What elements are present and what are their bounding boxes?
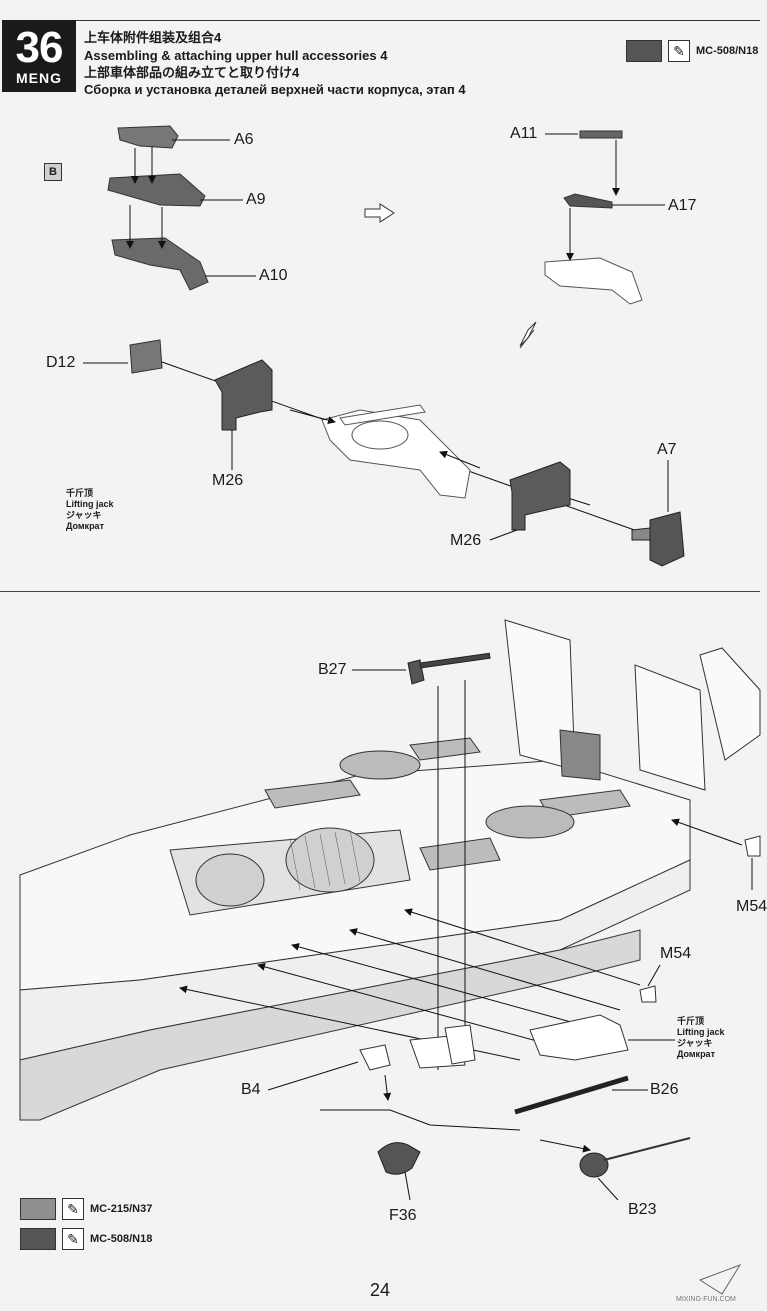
brush-icon: ✎ [62,1198,84,1220]
label-b27: B27 [318,661,347,678]
assembled-bracket [321,404,471,499]
label-m26-left: M26 [212,472,244,489]
title-japanese: 上部車体部品の組み立てと取り付け4 [84,65,300,80]
page-number: 24 [369,1280,391,1300]
title-chinese: 上车体附件组装及组合4 [84,30,222,45]
label-b23: B23 [628,1201,657,1218]
step-badge: 36 MENG [2,20,76,92]
label-a17: A17 [668,197,697,214]
paint-swatch [626,40,662,62]
label-a7: A7 [657,441,677,458]
jack-note-en: Lifting jack [677,1027,725,1037]
part-f36 [377,1142,421,1175]
watermark: MIXING-FUN.COM [676,1296,736,1303]
part-m54 [639,985,657,1003]
jack-note-ru: Домкрат [66,521,104,531]
jack-note-en: Lifting jack [66,499,114,509]
legend-code-2: MC-508/N18 [90,1233,153,1245]
part-m26-left [214,359,273,431]
step-number: 36 [15,23,64,72]
jack-note-cn: 千斤顶 [677,1016,705,1026]
jack-note-bottom: 千斤顶 Lifting jack ジャッキ Домкрат [677,1016,725,1060]
part-a6 [117,125,179,149]
jack-note-top: 千斤顶 Lifting jack ジャッキ Домкрат [66,488,114,532]
jack-note-ru: Домкрат [677,1049,715,1059]
paint-swatch-dark [20,1228,56,1250]
label-b4: B4 [241,1081,261,1098]
legend-item-1: ✎ MC-215/N37 [20,1198,152,1220]
brand-logo: MENG [16,70,62,86]
label-a10: A10 [259,267,288,284]
section-marker-b: B [44,163,62,181]
label-a11: A11 [510,125,538,142]
label-b26: B26 [650,1081,679,1098]
title-english: Assembling & attaching upper hull access… [84,48,388,63]
header-paint-callout: ✎ MC-508/N18 [626,40,758,62]
title-russian: Сборка и установка деталей верхней части… [84,82,466,97]
hull-drawing [19,619,761,1121]
legend-item-2: ✎ MC-508/N18 [20,1228,152,1250]
label-a6: A6 [234,131,254,148]
label-a9: A9 [246,191,266,208]
part-b4 [359,1024,476,1071]
lifting-jack [529,1014,629,1061]
part-m26-right [509,461,571,531]
header-rule [76,20,760,21]
brush-icon: ✎ [62,1228,84,1250]
jack-note-jp: ジャッキ [677,1038,713,1048]
label-m54-top: M54 [736,898,767,915]
part-m54-top [744,835,761,857]
label-d12: D12 [46,354,76,371]
section-divider [0,591,760,592]
header-paint-code: MC-508/N18 [696,45,759,57]
legend-code-1: MC-215/N37 [90,1203,153,1215]
label-f36: F36 [389,1207,417,1224]
paint-swatch-light [20,1198,56,1220]
part-b23 [579,1137,691,1178]
part-b26 [514,1075,629,1115]
part-a7 [631,511,685,567]
part-a11-a17 [544,130,643,305]
part-a9 [107,173,206,207]
part-a10 [111,237,209,291]
brush-icon: ✎ [668,40,690,62]
jack-note-jp: ジャッキ [66,510,102,520]
jack-note-cn: 千斤顶 [66,488,94,498]
label-m54: M54 [660,945,692,962]
label-m26-right: M26 [450,532,482,549]
part-b27 [407,652,491,685]
